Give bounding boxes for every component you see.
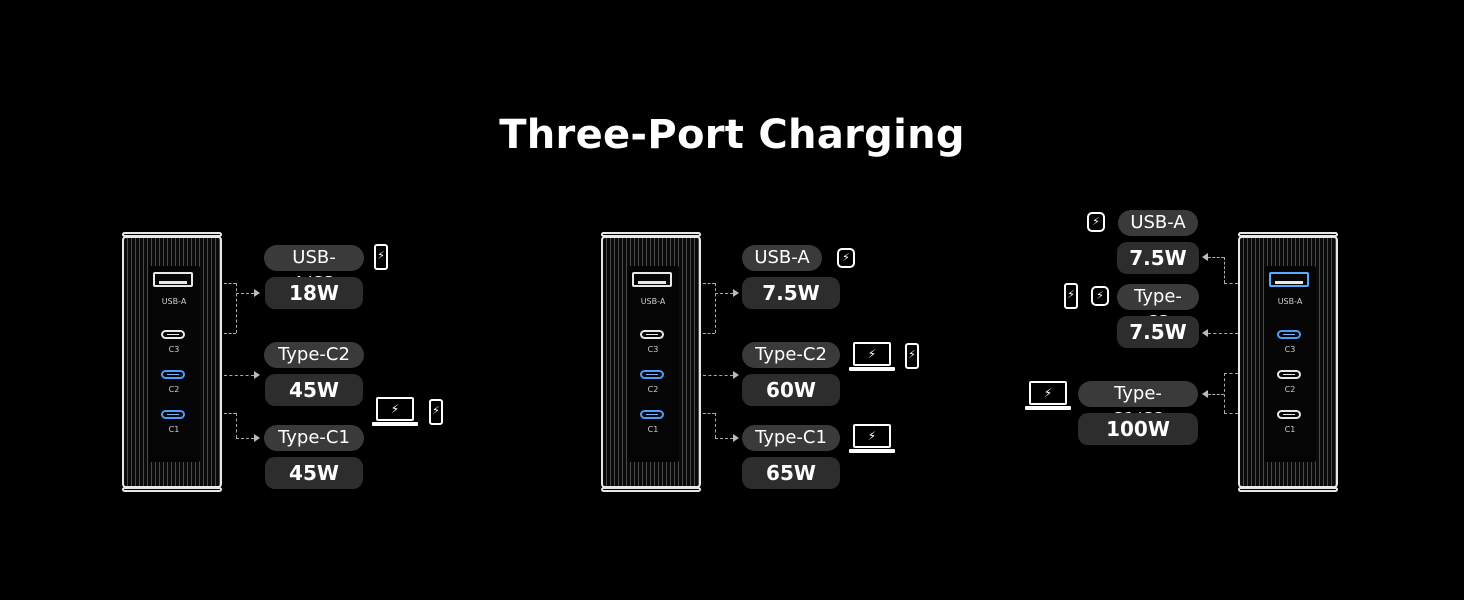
c2-port <box>1277 370 1301 379</box>
connector <box>703 283 715 284</box>
port-panel: USB-A C3 C2 C1 <box>1264 266 1316 462</box>
connector <box>236 413 237 438</box>
arrow-icon <box>733 434 739 442</box>
port-panel: USB-A C3 C2 C1 <box>627 266 679 462</box>
phone-icon: ⚡ <box>429 399 443 425</box>
c3-port <box>1277 330 1301 339</box>
arrow-icon <box>254 434 260 442</box>
connector <box>224 375 254 376</box>
page-title: Three-Port Charging <box>499 112 965 158</box>
usb-a-port <box>632 272 672 287</box>
c1-port <box>1277 410 1301 419</box>
laptop-icon: ⚡ <box>372 397 418 427</box>
wattage-value: 45W <box>265 457 363 489</box>
c2-label: C2 <box>168 385 180 394</box>
connector <box>715 283 716 333</box>
watch-icon: ⚡ <box>837 248 855 268</box>
arrow-icon <box>1202 253 1208 261</box>
wattage-value: 7.5W <box>1117 316 1199 348</box>
wattage-value: 7.5W <box>742 277 840 309</box>
c3-label: C3 <box>647 345 659 354</box>
port-panel: USB-A C3 C2 C1 <box>148 266 200 462</box>
charger-device: USB-A C3 C2 C1 <box>1238 232 1338 492</box>
connector <box>236 283 237 333</box>
watch-icon: ⚡ <box>1087 212 1105 232</box>
connector <box>715 438 733 439</box>
charger-device: USB-A C3 C2 C1 <box>122 232 222 492</box>
wattage-value: 7.5W <box>1117 242 1199 274</box>
port-group-label: USB-A <box>1118 210 1198 236</box>
arrow-icon <box>254 371 260 379</box>
port-group-label: Type-C1 <box>742 425 840 451</box>
c3-port <box>640 330 664 339</box>
c2-port <box>161 370 185 379</box>
port-group-label: Type-C2 <box>264 342 364 368</box>
connector <box>715 413 716 438</box>
charger-device: USB-A C3 C2 C1 <box>601 232 701 492</box>
connector <box>1224 373 1238 374</box>
connector <box>1208 257 1224 258</box>
connector <box>224 333 236 334</box>
wattage-value: 100W <box>1078 413 1198 445</box>
port-group-label: Type-C1 <box>264 425 364 451</box>
phone-icon: ⚡ <box>905 343 919 369</box>
connector <box>703 413 715 414</box>
c2-label: C2 <box>647 385 659 394</box>
port-group-label: Type-C2 <box>742 342 840 368</box>
connector <box>1224 413 1238 414</box>
c3-label: C3 <box>1284 345 1296 354</box>
c3-port <box>161 330 185 339</box>
c1-label: C1 <box>1284 425 1296 434</box>
connector <box>1224 257 1225 283</box>
c1-label: C1 <box>647 425 659 434</box>
usb-a-port <box>1269 272 1309 287</box>
laptop-icon: ⚡ <box>849 342 895 372</box>
c2-port <box>640 370 664 379</box>
lightning-icon: ⚡ <box>376 397 414 421</box>
usb-a-port <box>153 272 193 287</box>
connector <box>236 293 254 294</box>
phone-icon: ⚡ <box>374 244 388 270</box>
c1-port <box>161 410 185 419</box>
wattage-value: 60W <box>742 374 840 406</box>
connector <box>1208 333 1238 334</box>
arrow-icon <box>1202 329 1208 337</box>
c1-label: C1 <box>168 425 180 434</box>
lightning-icon: ⚡ <box>853 342 891 366</box>
port-group-label: USB-A <box>742 245 822 271</box>
connector <box>1208 394 1224 395</box>
c3-label: C3 <box>168 345 180 354</box>
connector <box>1224 373 1225 413</box>
connector <box>1224 283 1238 284</box>
wattage-value: 65W <box>742 457 840 489</box>
c2-label: C2 <box>1284 385 1296 394</box>
lightning-icon: ⚡ <box>853 424 891 448</box>
arrow-icon <box>1202 390 1208 398</box>
connector <box>703 375 733 376</box>
arrow-icon <box>254 289 260 297</box>
usb-a-label: USB-A <box>640 297 666 306</box>
c1-port <box>640 410 664 419</box>
phone-icon: ⚡ <box>1064 283 1078 309</box>
laptop-icon: ⚡ <box>1025 381 1071 411</box>
watch-icon: ⚡ <box>1091 286 1109 306</box>
usb-a-label: USB-A <box>161 297 187 306</box>
wattage-value: 18W <box>265 277 363 309</box>
usb-a-label: USB-A <box>1277 297 1303 306</box>
laptop-icon: ⚡ <box>849 424 895 454</box>
port-group-label: Type-C1/C2 <box>1078 381 1198 430</box>
wattage-value: 45W <box>265 374 363 406</box>
connector <box>224 283 236 284</box>
arrow-icon <box>733 289 739 297</box>
connector <box>224 413 236 414</box>
lightning-icon: ⚡ <box>1029 381 1067 405</box>
port-group-label: Type-C3 <box>1117 284 1199 333</box>
arrow-icon <box>733 371 739 379</box>
connector <box>236 438 254 439</box>
connector <box>703 333 715 334</box>
connector <box>715 293 733 294</box>
